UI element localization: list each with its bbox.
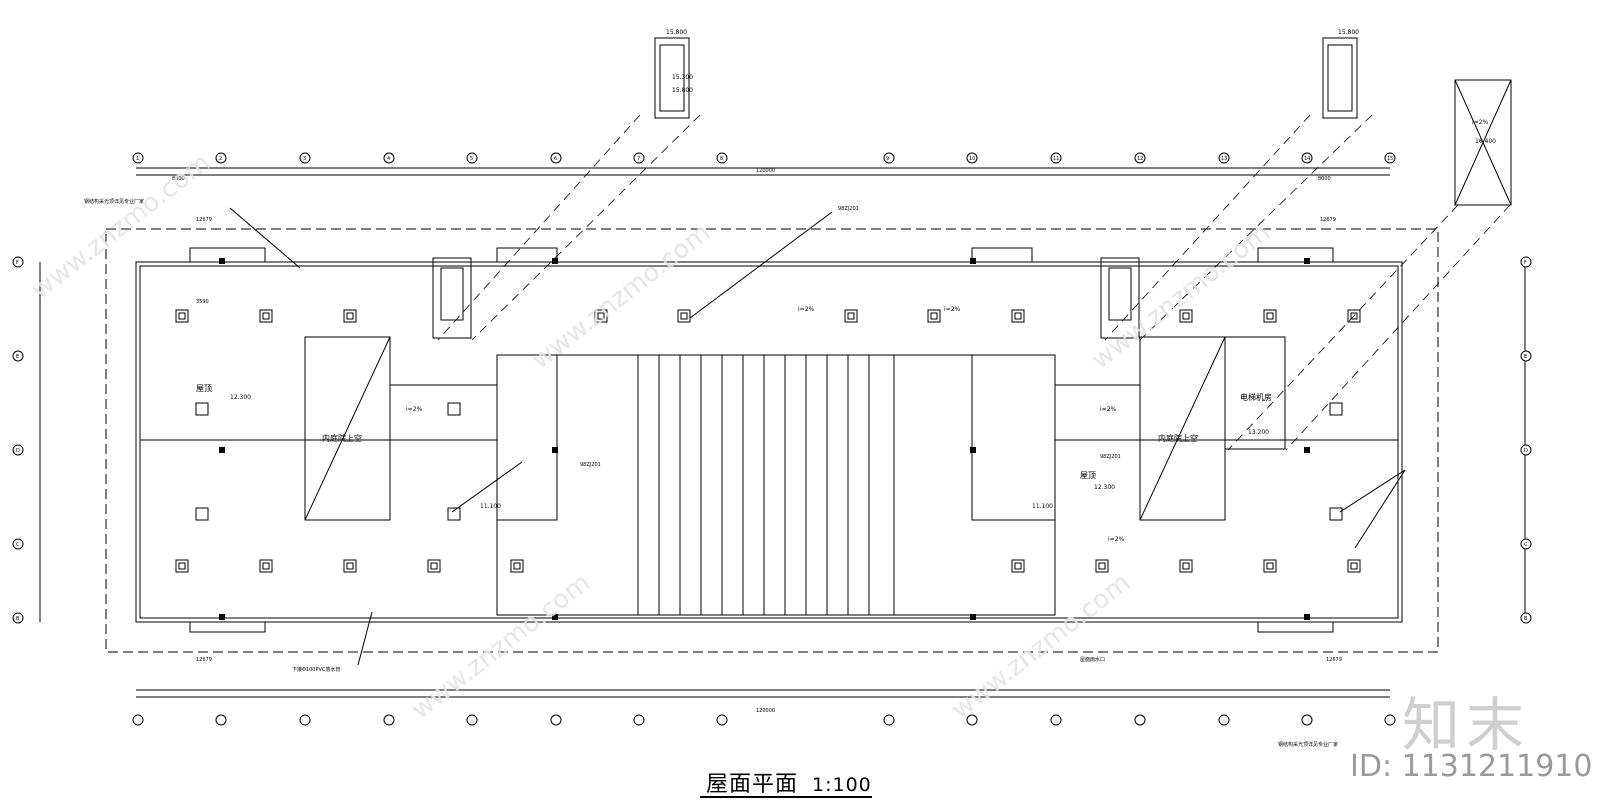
machine-room: [1224, 336, 1286, 450]
slope-center-right: i=2%: [944, 306, 961, 313]
drawing-scale: 1:100: [812, 774, 872, 796]
drain-note-top: 98ZJ201: [838, 206, 859, 212]
watermark-site-3: www.znzmo.com: [1086, 218, 1276, 376]
inset-stair-mid2-elev: 15.800: [672, 87, 693, 94]
axis-top-13: 13: [1221, 156, 1227, 162]
inset-stair-top-elev: 15.800: [666, 29, 687, 36]
watermark-logo: 知末: [1402, 691, 1531, 759]
inset-machine-roof: [1454, 79, 1512, 206]
axis-top-6: 6: [554, 156, 557, 162]
axis-right-b: B: [1524, 616, 1528, 622]
courtyard-left-label: 内庭院上空: [322, 433, 362, 443]
watermark-id: ID: 1131211910: [1350, 749, 1593, 784]
axis-top-4: 4: [387, 156, 390, 162]
axis-top-7: 7: [637, 156, 640, 162]
skylight: [637, 354, 895, 616]
inset-stair-left: [654, 37, 690, 119]
parapet-note: 屋面雨水口: [1080, 656, 1105, 663]
axis-right-c: C: [1524, 542, 1528, 548]
watermark-site-2: www.znzmo.com: [526, 218, 716, 376]
axis-top-15: 15: [1387, 156, 1393, 162]
axis-top-11: 11: [1053, 156, 1059, 162]
dim-3590: 3590: [196, 299, 209, 305]
stair-right: [1100, 257, 1140, 339]
axis-left-f: F: [16, 260, 19, 266]
axis-top-5: 5: [470, 156, 473, 162]
axis-top-1: 1: [136, 156, 139, 162]
dim-12679-left: 12679: [196, 217, 212, 223]
axis-top-9: 9: [886, 156, 889, 162]
elev-low-left: 11.100: [480, 503, 501, 510]
axis-top-8: 8: [720, 156, 723, 162]
elev-right: 12.300: [1094, 484, 1115, 491]
axis-right-d: D: [1524, 448, 1528, 454]
roof-right-label: 屋顶: [1080, 471, 1096, 480]
inset-stair-right: [1322, 37, 1358, 119]
axis-left-e: E: [16, 354, 19, 360]
stair-left: [432, 257, 472, 339]
machine-room-label: 电梯机房: [1240, 392, 1272, 402]
axis-top-12: 12: [1137, 156, 1143, 162]
axis-left-d: D: [16, 448, 20, 454]
inset-stair-right-elev: 15.800: [1338, 29, 1359, 36]
axis-right-e: E: [1524, 354, 1527, 360]
bay-dim-right: 8000: [1318, 176, 1331, 182]
slope-left: i=2%: [406, 406, 423, 413]
inset-machine-elev: 16.400: [1475, 138, 1496, 145]
watermark-site-4: www.znzmo.com: [406, 568, 596, 726]
axis-right-f: F: [1524, 260, 1527, 266]
watermark-site-1: www.znzmo.com: [26, 148, 216, 306]
bay-dim: 8000: [172, 176, 185, 182]
elev-low-right: 11.100: [1032, 503, 1053, 510]
building-outline: [135, 261, 1403, 623]
courtyard-left: [304, 336, 391, 521]
inset-slope: i=2%: [1472, 119, 1489, 126]
axis-left-b: B: [16, 616, 20, 622]
courtyard-right-label: 内庭院上空: [1158, 433, 1198, 443]
watermark-site-5: www.znzmo.com: [946, 568, 1136, 726]
axis-top-10: 10: [969, 156, 975, 162]
inset-stair-mid-elev: 15.300: [672, 74, 693, 81]
axis-top-3: 3: [303, 156, 306, 162]
dim-12679-bottom-right: 12679: [1326, 657, 1342, 663]
axis-top-2: 2: [219, 156, 222, 162]
overall-dim-bottom: 120000: [756, 708, 775, 714]
elev-machine: 13.200: [1248, 429, 1269, 436]
overall-dim-top: 120000: [756, 168, 775, 174]
drain-note-right: 98ZJ201: [1100, 454, 1121, 460]
skylight-note-left: 钢结构采光顶详见专业厂家: [84, 198, 144, 205]
slope-right: i=2%: [1108, 536, 1125, 543]
slope-right-mid: i=2%: [1100, 406, 1117, 413]
skylight-note-right: 钢结构采光顶详见专业厂家: [1278, 741, 1338, 748]
roof-left-label: 屋顶: [196, 384, 212, 393]
drawing-title-text: 屋面平面: [706, 772, 799, 797]
title-underline: [700, 796, 872, 798]
slope-center: i=2%: [798, 306, 815, 313]
dim-12679-right: 12679: [1320, 217, 1336, 223]
pipe-note: 下接Φ100PVC落水管: [292, 666, 340, 673]
drain-note-mid: 98ZJ201: [580, 462, 601, 468]
dim-12679-bottom: 12679: [196, 657, 212, 663]
dashed-boundary: [105, 228, 1439, 653]
elev-left: 12.300: [230, 394, 251, 401]
axis-top-14: 14: [1304, 156, 1310, 162]
drawing-title: 屋面平面 1:100: [706, 766, 872, 798]
axis-left-c: C: [16, 542, 20, 548]
